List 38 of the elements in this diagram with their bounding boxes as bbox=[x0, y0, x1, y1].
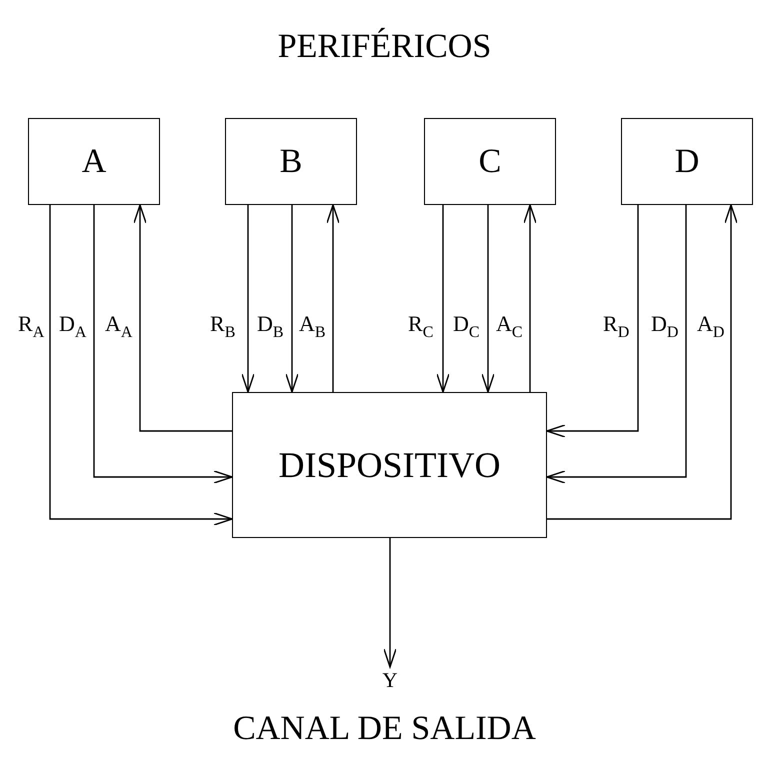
arrow bbox=[326, 204, 340, 392]
arrow bbox=[436, 205, 450, 393]
arrow bbox=[546, 205, 687, 484]
arrow bbox=[285, 205, 299, 393]
edge-label: A$_{D}$ bbox=[697, 313, 724, 341]
box-label: D bbox=[674, 142, 700, 180]
edge-label: R$_{A}$ bbox=[18, 313, 44, 341]
caption: CANAL DE SALIDA bbox=[232, 712, 537, 746]
box-label: DISPOSITIVO bbox=[278, 444, 500, 486]
arrow bbox=[133, 204, 232, 432]
edge-label: D$_{B}$ bbox=[257, 313, 284, 341]
arrow bbox=[241, 205, 255, 393]
edge-label: R$_{C}$ bbox=[408, 313, 434, 341]
edge-label: D$_{D}$ bbox=[651, 313, 678, 341]
arrow bbox=[547, 204, 738, 520]
edge-label: A$_{C}$ bbox=[496, 313, 523, 341]
arrow bbox=[523, 204, 537, 392]
box-label: A bbox=[82, 142, 106, 180]
process-box bbox=[225, 118, 357, 205]
process-box bbox=[232, 392, 547, 538]
arrow bbox=[49, 205, 233, 526]
edge-label: D$_{A}$ bbox=[59, 313, 86, 341]
arrow bbox=[383, 538, 397, 668]
edge-label: A$_{B}$ bbox=[299, 313, 326, 341]
process-box bbox=[28, 118, 160, 205]
edge-label: D$_{C}$ bbox=[453, 313, 480, 341]
edge-label: R$_{D}$ bbox=[603, 313, 630, 341]
process-box bbox=[424, 118, 556, 205]
process-box bbox=[621, 118, 753, 205]
box-label: C bbox=[478, 142, 502, 180]
edge-label: R$_{B}$ bbox=[210, 313, 236, 341]
box-label: B bbox=[280, 142, 302, 180]
arrow bbox=[481, 205, 495, 393]
edge-label: A$_{A}$ bbox=[105, 313, 132, 341]
arrow bbox=[546, 205, 639, 438]
arrow bbox=[93, 205, 233, 484]
heading: PERIFÉRICOS bbox=[276, 30, 492, 64]
output-label: Y bbox=[382, 668, 398, 692]
